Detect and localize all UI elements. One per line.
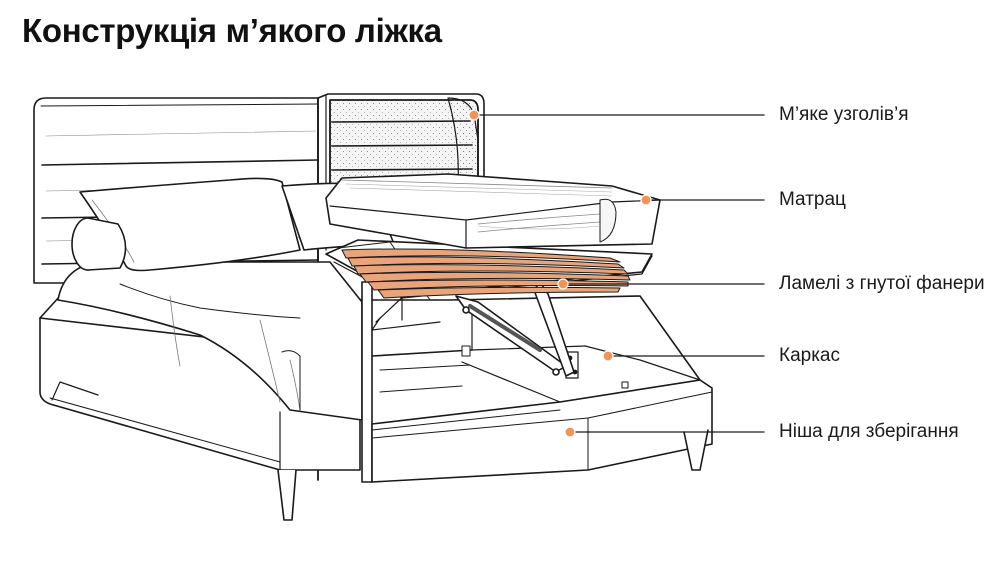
- slat-base: [325, 239, 653, 321]
- callout-dot-storage: [564, 426, 576, 438]
- callout-label-frame: Каркас: [779, 345, 840, 366]
- callout-label-mattress: Матрац: [779, 189, 846, 210]
- callout-dot-headboard: [468, 109, 480, 121]
- callout-dots: [468, 109, 652, 438]
- callout-label-headboard: М’яке узголів’я: [779, 104, 909, 125]
- callout-label-slats: Ламелі з гнутої фанери: [779, 273, 985, 294]
- mattress: [325, 173, 661, 249]
- diagram-title: Конструкція м’якого ліжка: [22, 12, 442, 49]
- callout-dot-mattress: [640, 194, 652, 206]
- callout-dot-frame: [602, 350, 614, 362]
- callout-dot-slats: [557, 278, 569, 290]
- callout-lines: [473, 114, 765, 433]
- frame: [361, 281, 713, 483]
- callout-label-storage: Ніша для зберігання: [779, 421, 959, 442]
